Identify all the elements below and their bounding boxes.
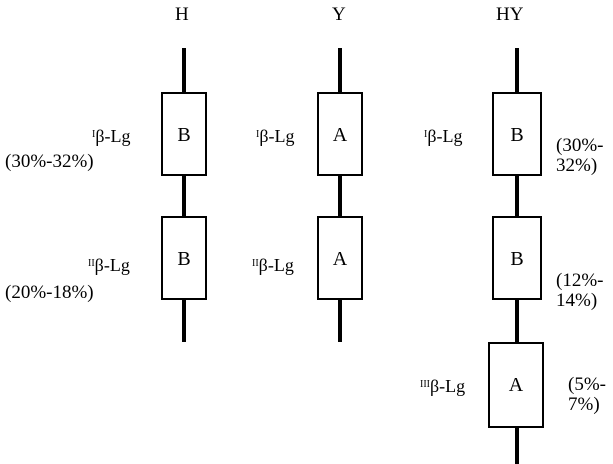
hy-box-3-label-sup: III bbox=[420, 379, 430, 390]
hy-box-1-letter: B bbox=[510, 124, 524, 146]
hy-box-1: B bbox=[492, 92, 542, 176]
y-connector-bottom bbox=[338, 300, 342, 342]
hy-box-1-label-sup: I bbox=[424, 129, 428, 140]
y-box-2-label-sup: II bbox=[252, 258, 259, 269]
h-connector-bottom bbox=[182, 300, 186, 342]
hy-connector-1 bbox=[515, 176, 519, 216]
h-box-2-label-sup: II bbox=[88, 258, 95, 269]
h-box-1-letter: B bbox=[177, 124, 191, 146]
h-box-2-percent: (20%-18%) bbox=[5, 282, 94, 303]
y-box-2-label-text: β-Lg bbox=[258, 255, 294, 275]
hy-box-3-label-text: β-Lg bbox=[430, 376, 466, 396]
y-box-2-letter: A bbox=[332, 248, 348, 270]
h-box-1: B bbox=[161, 92, 207, 176]
hy-box-2: B bbox=[492, 216, 542, 300]
hy-connector-bottom bbox=[515, 428, 519, 464]
h-connector-middle bbox=[182, 176, 186, 216]
hy-box-1-percent: (30%- 32%) bbox=[556, 136, 603, 176]
h-box-2-label: IIβ-Lg bbox=[88, 255, 130, 275]
h-connector-top bbox=[182, 48, 186, 92]
h-box-2-label-text: β-Lg bbox=[94, 255, 130, 275]
h-box-1-label-sup: I bbox=[92, 129, 96, 140]
h-box-1-label-text: β-Lg bbox=[95, 126, 131, 146]
y-connector-top bbox=[338, 48, 342, 92]
hy-box-1-percent-line1: (30%- bbox=[556, 135, 604, 156]
hy-box-3: A bbox=[488, 342, 544, 428]
y-box-2: A bbox=[317, 216, 363, 300]
hy-box-2-letter: B bbox=[510, 248, 524, 270]
hy-box-1-percent-line2: 32%) bbox=[556, 155, 598, 176]
y-box-1-letter: A bbox=[332, 124, 348, 146]
y-box-1-label-sup: I bbox=[256, 129, 260, 140]
column-title-y: Y bbox=[332, 4, 346, 25]
hy-box-3-percent: (5%- 7%) bbox=[568, 375, 606, 415]
hy-box-1-label: Iβ-Lg bbox=[424, 126, 463, 146]
y-box-1-label: Iβ-Lg bbox=[256, 126, 295, 146]
hy-box-3-percent-line2: 7%) bbox=[568, 394, 600, 415]
hy-box-2-percent: (12%- 14%) bbox=[556, 271, 603, 311]
hy-box-1-label-text: β-Lg bbox=[427, 126, 463, 146]
y-box-1: A bbox=[317, 92, 363, 176]
h-box-1-label: Iβ-Lg bbox=[92, 126, 131, 146]
y-box-2-label: IIβ-Lg bbox=[252, 255, 294, 275]
h-box-1-percent: (30%-32%) bbox=[5, 151, 94, 172]
column-title-h: H bbox=[175, 4, 189, 25]
hy-box-3-letter: A bbox=[508, 374, 524, 396]
hy-box-2-percent-line2: 14%) bbox=[556, 290, 598, 311]
h-box-2: B bbox=[161, 216, 207, 300]
y-connector-middle bbox=[338, 176, 342, 216]
hy-connector-top bbox=[515, 48, 519, 92]
hy-connector-2 bbox=[515, 300, 519, 342]
column-title-hy: HY bbox=[496, 4, 524, 25]
hy-box-3-percent-line1: (5%- bbox=[568, 374, 606, 395]
hy-box-2-percent-line1: (12%- bbox=[556, 270, 604, 291]
y-box-1-label-text: β-Lg bbox=[259, 126, 295, 146]
hy-box-3-label: IIIβ-Lg bbox=[420, 376, 465, 396]
h-box-2-letter: B bbox=[177, 248, 191, 270]
